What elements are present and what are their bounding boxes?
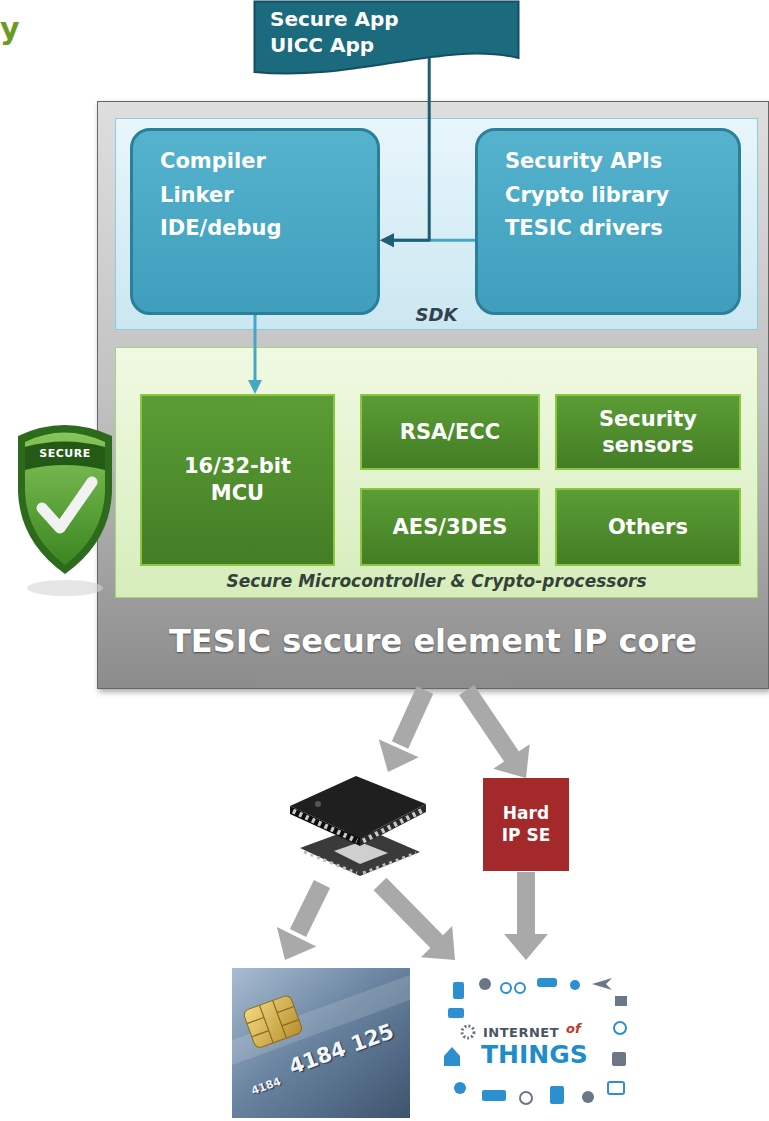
region-label: TESIC secure element IP core: [98, 622, 768, 660]
arrow-shaft: [400, 690, 425, 745]
arrow-head: [493, 744, 529, 778]
arrow-head: [380, 233, 394, 247]
chip-body: [290, 776, 426, 838]
car-icon: [537, 978, 557, 987]
gadget-icon: [582, 1091, 594, 1103]
arrow-head: [504, 934, 548, 960]
document-outline-path: [255, 2, 519, 74]
gadget-icon: [612, 1052, 626, 1066]
shield-rim: [18, 425, 112, 574]
tablet-icon: [550, 1086, 564, 1104]
box-label: 16/32-bit MCU: [178, 453, 298, 508]
chip-pins: [363, 853, 416, 873]
label-holder: 4184 125: [286, 1019, 397, 1079]
label-holder: of: [566, 1022, 581, 1037]
region-label: Secure Microcontroller & Crypto-processo…: [116, 571, 757, 591]
arrow-head: [248, 380, 262, 394]
box-label: Compiler Linker IDE/debug: [160, 145, 310, 246]
connector: [467, 690, 530, 778]
card-chip-plate: [243, 994, 304, 1049]
box-label: AES/3DES: [370, 514, 530, 540]
box-label: RSA/ECC: [370, 419, 530, 445]
camera-icon: [520, 1092, 532, 1104]
arrow-head: [380, 233, 394, 247]
connector: [248, 315, 262, 394]
arrow-head: [421, 926, 455, 960]
gadget-icon: [454, 1082, 466, 1094]
pin-one-dot: [315, 801, 321, 807]
house-icon: [444, 1047, 460, 1066]
chip-pins: [304, 852, 357, 873]
logo-text: INTERNET: [483, 1026, 559, 1041]
sdk-band: SDK Compiler Linker IDE/debug Security API…: [115, 118, 758, 330]
arrow-shaft: [517, 872, 535, 938]
logo-text: of: [566, 1022, 581, 1037]
software-box: Compiler Linker IDE/debug: [130, 128, 380, 315]
iot-illustration: [444, 978, 627, 1104]
plane-icon: [592, 978, 612, 990]
arrow-shaft: [298, 884, 322, 933]
region-label: SDK: [116, 304, 757, 326]
bus-icon: [482, 1090, 506, 1101]
box-label: Others: [568, 514, 728, 540]
chip-illustration: [290, 776, 426, 876]
flow-arrows: [277, 690, 548, 960]
label-holder: y: [0, 12, 20, 47]
software-box: Security APIs Crypto library TESIC drive…: [475, 128, 741, 315]
label-holder: SECURE: [34, 448, 96, 461]
card-chip: [243, 994, 304, 1049]
logo-text: THINGS: [481, 1041, 588, 1070]
hardware-block: Others: [555, 488, 741, 566]
label-holder: THINGS: [481, 1041, 588, 1070]
card-chip-contacts: [243, 994, 304, 1049]
document-shape: Secure App UICC App: [253, 0, 520, 80]
arrow-head: [379, 739, 419, 772]
connector: [380, 58, 429, 248]
gear-icon: [462, 1026, 474, 1038]
ip-core-box: TESIC secure element IP core SDK Compiler …: [97, 101, 769, 689]
card-illustration: [232, 968, 410, 1118]
arrow-shaft: [380, 884, 440, 945]
chip-pins: [293, 811, 357, 841]
hardware-block: RSA/ECC: [360, 394, 540, 470]
box-label: Security APIs Crypto library TESIC drive…: [505, 145, 700, 246]
chip-pins: [363, 810, 423, 841]
shield-reflection: [27, 580, 103, 596]
connector-line: [390, 58, 429, 241]
heading-fragment: y: [0, 12, 20, 47]
box-label: Hard IP SE: [497, 803, 555, 846]
card-body: [232, 968, 410, 1118]
bike-icon: [501, 983, 511, 993]
phone-icon: [453, 982, 464, 999]
hardware-block: 16/32-bit MCU: [140, 394, 335, 566]
shield-band: [25, 442, 105, 471]
label-holder: 4184: [250, 1076, 283, 1098]
bike-icon: [515, 983, 525, 993]
clock-icon: [614, 1022, 626, 1034]
card-number: 4184: [250, 1076, 283, 1098]
hardware-band: Secure Microcontroller & Crypto-processo…: [115, 347, 758, 598]
box-label: Security sensors: [583, 406, 713, 459]
gadget-icon: [615, 996, 627, 1006]
gadget-icon: [570, 980, 580, 990]
shield-face: [25, 433, 105, 566]
box-label: Secure App UICC App: [270, 6, 420, 58]
gadget-icon: [479, 978, 491, 990]
check-mark: [42, 482, 92, 528]
arrow-head: [277, 927, 316, 960]
hard-ip-box: Hard IP SE: [483, 778, 569, 871]
screen-icon: [608, 1082, 624, 1094]
hardware-block: AES/3DES: [360, 488, 540, 566]
shield-text: SECURE: [34, 448, 96, 461]
connector-line: [254, 315, 257, 384]
secure-shield: [18, 425, 112, 596]
pet-icon: [448, 1008, 464, 1018]
connector-line: [467, 690, 516, 763]
hardware-block: Security sensors: [555, 394, 741, 470]
card-number: 4184 125: [286, 1019, 397, 1079]
label-holder: INTERNET: [483, 1026, 559, 1041]
